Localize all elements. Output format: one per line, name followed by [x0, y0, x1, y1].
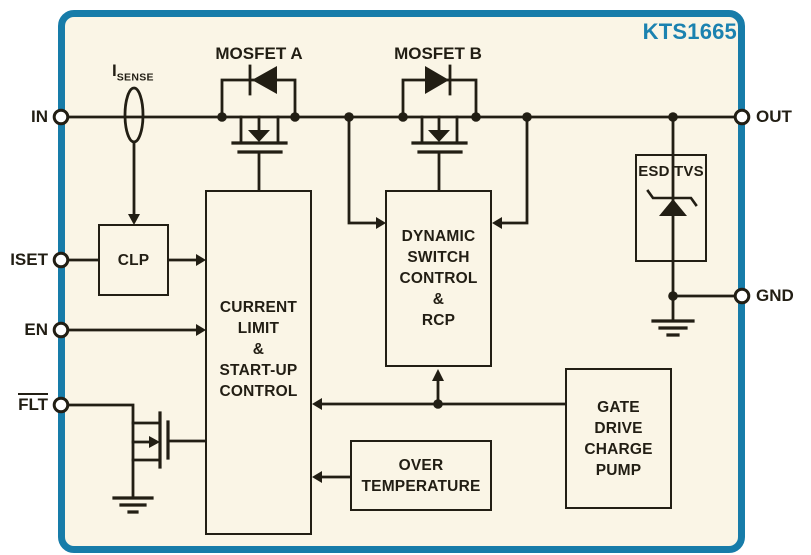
pin-label-gnd: GND	[756, 286, 794, 305]
current-sense-symbol	[123, 86, 145, 144]
en-arrowhead	[196, 324, 206, 336]
block-line: CLP	[117, 251, 150, 269]
pin-terminal-en	[52, 321, 70, 339]
junction-dot	[398, 112, 408, 122]
mosfet-b-diode-branch	[401, 78, 478, 119]
block-clp: CLP	[98, 224, 169, 296]
block-line: PUMP	[595, 461, 642, 479]
control-right-arrowhead	[312, 398, 322, 410]
block-line: SWITCH	[407, 249, 470, 266]
mosfet-b-body-arrowhead	[428, 130, 450, 142]
junction-dot	[522, 112, 532, 122]
block-over-temperature: OVER TEMPERATURE	[350, 440, 492, 511]
zener-cathode-bar	[646, 189, 698, 207]
block-line: &	[432, 291, 445, 308]
dynamic-left-arrowhead	[376, 217, 386, 229]
mosfet-a-leads	[239, 115, 280, 145]
junction-dot	[668, 291, 678, 301]
mosfet-b-diode-triangle	[425, 66, 449, 94]
junction-dot	[668, 112, 678, 122]
junction-dot	[471, 112, 481, 122]
block-current-limit-startup-control: CURRENT LIMIT & START-UP CONTROL	[205, 190, 312, 535]
part-number-title: KTS1665	[642, 19, 737, 44]
block-line: LIMIT	[237, 320, 280, 337]
block-line: CURRENT	[219, 299, 298, 316]
pin-terminal-gnd	[733, 287, 751, 305]
mosfet-b-label: MOSFET B	[394, 44, 482, 63]
pin-label-in: IN	[31, 107, 48, 126]
isense-label: ISENSE	[112, 61, 154, 83]
block-line: DRIVE	[594, 419, 643, 437]
junction-dot	[344, 112, 354, 122]
block-esd-tvs: ESD TVS	[635, 154, 707, 262]
dynamic-bottom-arrowhead	[432, 369, 444, 381]
mosfet-a-diode-branch	[220, 78, 297, 119]
dynamic-right-arrowhead	[492, 217, 502, 229]
pin-terminal-in	[52, 108, 70, 126]
junction-dot	[290, 112, 300, 122]
pin-terminal-out	[733, 108, 751, 126]
pin-label-flt: FLT	[0, 393, 48, 414]
block-line: CHARGE	[584, 440, 653, 458]
mosfet-a-label: MOSFET A	[215, 44, 303, 63]
pin-label-out: OUT	[756, 107, 792, 126]
pin-label-en: EN	[24, 320, 48, 339]
block-line: CONTROL	[219, 383, 298, 400]
isense-sub-text: SENSE	[116, 71, 154, 84]
isense-arrowhead	[128, 214, 140, 225]
isense-main-text: I	[112, 61, 117, 80]
mosfet-a-diode-triangle	[252, 66, 277, 94]
block-line: ESD TVS	[638, 163, 704, 180]
block-line: TEMPERATURE	[361, 477, 481, 495]
block-dynamic-switch-control-rcp: DYNAMIC SWITCH CONTROL & RCP	[385, 190, 492, 367]
ground-symbol-left	[112, 496, 154, 514]
flt-mosfet-stubs	[131, 421, 161, 462]
block-line: RCP	[421, 312, 456, 329]
block-line: OVER	[398, 456, 444, 474]
clp-arrowhead	[196, 254, 206, 266]
block-gate-drive-charge-pump: GATE DRIVE CHARGE PUMP	[565, 368, 672, 509]
mosfet-b-leads	[420, 115, 459, 145]
dynamic-right-feed-wire	[500, 115, 529, 225]
pin-label-iset: ISET	[10, 250, 48, 269]
block-line: START-UP	[219, 362, 298, 379]
pin-terminal-iset	[52, 251, 70, 269]
dynamic-left-feed-wire	[347, 115, 378, 225]
flt-overline-text: FLT	[18, 393, 48, 414]
block-line: DYNAMIC	[401, 228, 476, 245]
block-line: &	[252, 341, 265, 358]
overtemp-arrowhead	[312, 471, 322, 483]
junction-dot	[433, 399, 443, 409]
chip-outline	[58, 10, 745, 553]
pin-terminal-flt	[52, 396, 70, 414]
mosfet-a-body-arrowhead	[248, 130, 270, 142]
flt-wire	[59, 403, 135, 500]
block-line: GATE	[597, 398, 640, 416]
zener-triangle	[659, 199, 687, 216]
block-line: CONTROL	[399, 270, 478, 287]
flt-mosfet-arrowhead	[149, 436, 160, 448]
ground-symbol-right	[651, 319, 695, 337]
junction-dot	[217, 112, 227, 122]
